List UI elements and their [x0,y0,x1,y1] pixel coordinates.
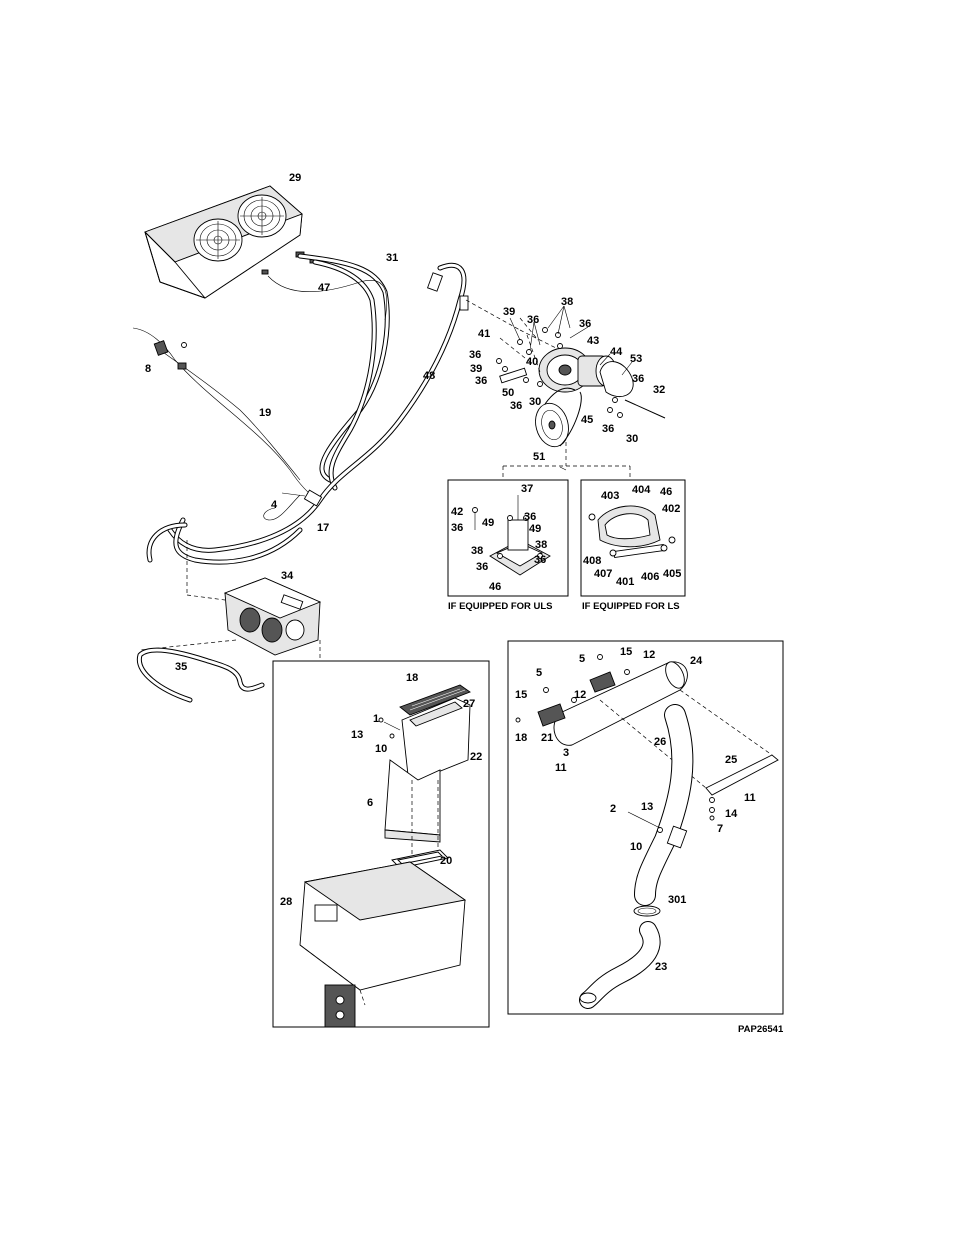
callout-17: 17 [317,522,329,534]
callout-36: 36 [469,349,481,361]
hose-routing [132,253,469,565]
callout-11: 11 [744,792,756,804]
callout-49: 49 [482,517,494,529]
callout-36: 36 [476,561,488,573]
callout-24: 24 [690,655,703,667]
ls-caption: IF EQUIPPED FOR LS [582,601,680,612]
callout-18: 18 [515,732,527,744]
callout-19: 19 [259,407,271,419]
callout-30: 30 [626,433,638,445]
callout-405: 405 [663,568,681,580]
callout-10: 10 [375,743,387,755]
callout-51: 51 [533,451,545,463]
callout-36: 36 [579,318,591,330]
compressor-leaders [509,305,633,471]
callout-7: 7 [717,823,723,835]
compressor-drawing [465,299,666,448]
callout-407: 407 [594,568,612,580]
callout-49: 49 [529,523,541,535]
callout-37: 37 [521,483,533,495]
callout-13: 13 [641,801,653,813]
callout-32: 32 [653,384,665,396]
callout-11: 11 [555,762,567,774]
callout-14: 14 [725,808,738,820]
callout-45: 45 [581,414,593,426]
callout-12: 12 [643,649,655,661]
callout-29: 29 [289,172,301,184]
callout-36: 36 [475,375,487,387]
callout-38: 38 [561,296,573,308]
callout-18: 18 [406,672,418,684]
callout-38: 38 [471,545,483,557]
evaporator-drawing [136,540,322,703]
callout-31: 31 [386,252,398,264]
callout-46: 46 [489,581,501,593]
callout-404: 404 [632,484,651,496]
callout-2: 2 [610,803,616,815]
callout-50: 50 [502,387,514,399]
callout-40: 40 [526,356,538,368]
callout-41: 41 [478,328,490,340]
callout-53: 53 [630,353,642,365]
callout-12: 12 [574,689,586,701]
callout-36: 36 [632,373,644,385]
callout-26: 26 [654,736,666,748]
uls-option-box [447,479,569,597]
callout-30: 30 [529,396,541,408]
callout-43: 43 [587,335,599,347]
callout-15: 15 [620,646,632,658]
ls-option-box [580,479,686,597]
option-connector [502,442,631,480]
callout-3: 3 [563,747,569,759]
callout-42: 42 [451,506,463,518]
callout-10: 10 [630,841,642,853]
callout-38: 38 [535,539,547,551]
callout-44: 44 [610,346,623,358]
callout-39: 39 [503,306,515,318]
callout-46: 46 [660,486,672,498]
callout-35: 35 [175,661,187,673]
lower-left-box [272,660,490,1028]
condenser-unit-drawing [144,185,319,299]
callout-403: 403 [601,490,619,502]
callout-36: 36 [527,314,539,326]
callout-labels: 29 31 47 8 19 48 4 17 34 35 38 39 36 36 … [145,172,784,1035]
callout-4: 4 [271,499,278,511]
callout-402: 402 [662,503,680,515]
callout-301: 301 [668,894,686,906]
callout-8: 8 [145,363,151,375]
callout-408: 408 [583,555,601,567]
callout-401: 401 [616,576,634,588]
callout-39: 39 [470,363,482,375]
drawing-id: PAP26541 [738,1024,784,1035]
callout-13: 13 [351,729,363,741]
callout-23: 23 [655,961,667,973]
callout-36: 36 [510,400,522,412]
callout-27: 27 [463,698,475,710]
callout-5: 5 [579,653,585,665]
callout-28: 28 [280,896,292,908]
callout-22: 22 [470,751,482,763]
uls-caption: IF EQUIPPED FOR ULS [448,601,553,612]
callout-20: 20 [440,855,452,867]
callout-36: 36 [451,522,463,534]
callout-1: 1 [373,713,379,725]
callout-15: 15 [515,689,527,701]
lower-right-box [507,640,784,1015]
callout-36: 36 [534,554,546,566]
callout-47: 47 [318,282,330,294]
callout-5: 5 [536,667,542,679]
callout-21: 21 [541,732,553,744]
callout-36: 36 [524,511,536,523]
callout-48: 48 [423,370,435,382]
callout-6: 6 [367,797,373,809]
callout-36: 36 [602,423,614,435]
callout-25: 25 [725,754,737,766]
callout-406: 406 [641,571,659,583]
callout-34: 34 [281,570,294,582]
